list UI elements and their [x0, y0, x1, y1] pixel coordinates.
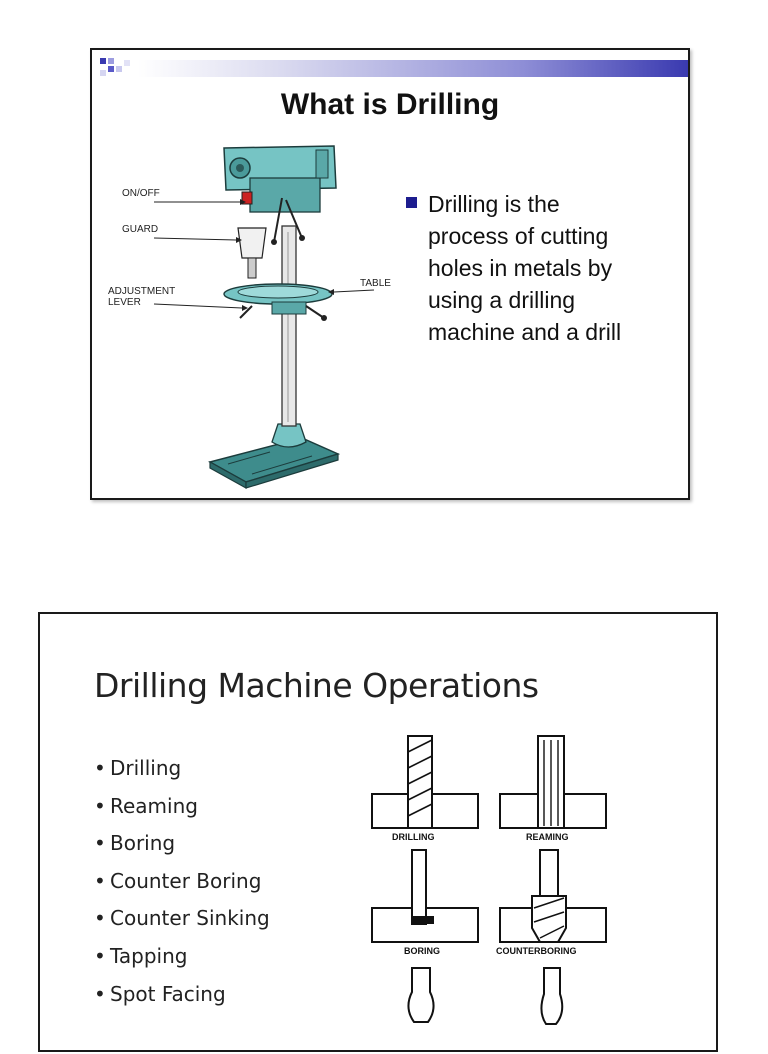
- label-adjustment: ADJUSTMENT: [108, 286, 176, 297]
- list-item: •Boring: [94, 831, 176, 856]
- list-item: •Drilling: [94, 756, 182, 780]
- label-lever: LEVER: [108, 297, 141, 308]
- label-on-off: ON/OFF: [122, 188, 160, 199]
- label-table: TABLE: [360, 278, 391, 289]
- label-guard: GUARD: [122, 224, 159, 235]
- operations-list: •Drilling •Reaming •Boring •Counter Bori…: [94, 750, 270, 1013]
- definition-line-5: machine and a drill: [428, 319, 622, 345]
- figure-label-counterboring: COUNTERBORING: [496, 946, 577, 956]
- slide-title: Drilling Machine Operations: [94, 666, 539, 705]
- decorative-squares-icon: [100, 58, 130, 76]
- drill-press-illustration: [153, 145, 375, 490]
- figure-label-reaming: REAMING: [526, 832, 569, 842]
- definition-line-4: using a drilling: [428, 287, 576, 313]
- list-item: •Counter Sinking: [94, 906, 270, 931]
- definition-line-2: process of cutting: [428, 223, 609, 249]
- list-item: •Counter Boring: [94, 868, 262, 893]
- list-item: •Spot Facing: [94, 981, 226, 1006]
- list-item: •Reaming: [94, 793, 198, 818]
- slide-title: What is Drilling: [280, 88, 500, 121]
- slide-drilling-operations: Drilling Machine Operations •Drilling •R…: [38, 612, 718, 1052]
- title-gradient-band: [138, 60, 688, 77]
- figure-label-boring: BORING: [404, 946, 440, 956]
- definition-line-3: holes in metals by: [428, 255, 613, 281]
- bullet-square-icon: [406, 197, 417, 208]
- figure-label-drilling: DRILLING: [392, 832, 435, 842]
- drilling-definition: Drilling is the process of cutting holes…: [406, 188, 676, 348]
- list-item: •Tapping: [94, 943, 188, 968]
- operations-diagram: [371, 735, 607, 1025]
- definition-line-1: Drilling is the: [428, 191, 560, 217]
- slide-what-is-drilling: What is Drilling: [90, 48, 690, 500]
